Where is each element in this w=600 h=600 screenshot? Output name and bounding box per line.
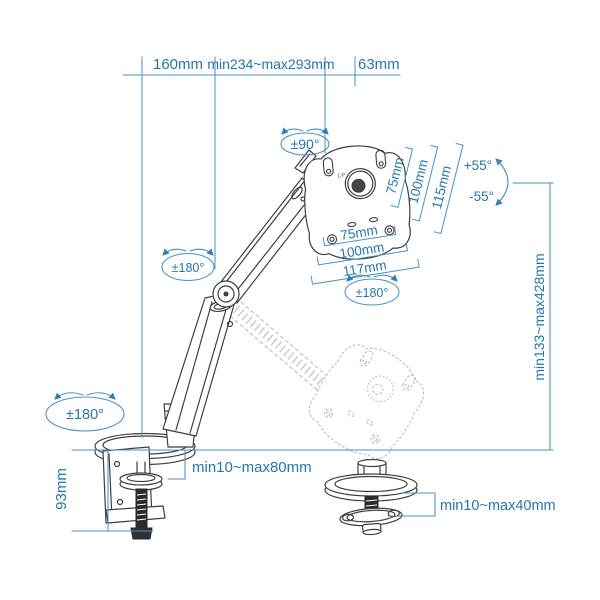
dim-clamp-thickness-label: min10~max80mm — [192, 459, 312, 476]
lower-arm — [162, 290, 239, 437]
ghost-vesa-plate — [298, 330, 437, 471]
dim-top-reach: 160mm min234~max293mm 63mm — [122, 56, 401, 438]
tilt-down-label: -55° — [469, 189, 494, 204]
rotation-vesa-label: ±180° — [356, 286, 389, 300]
grommet-base — [324, 458, 418, 536]
rotation-top-swivel: ±90° — [280, 127, 330, 156]
tilt-range: +55° -55° — [464, 158, 509, 206]
grommet-foot-plate — [339, 507, 403, 536]
dim-clamp-height: 93mm — [53, 449, 154, 532]
tilt-up-label: +55° — [464, 158, 492, 173]
dim-base-to-elbow: 160mm — [153, 56, 203, 73]
desk-clamp — [102, 446, 166, 540]
elbow-joint — [212, 280, 240, 308]
ghost-arm-position — [229, 301, 437, 471]
release-lever — [294, 149, 317, 174]
dim-clamp-thickness: min10~max80mm — [167, 449, 312, 480]
rotation-base: ±180° — [45, 392, 125, 432]
arm-assembly: LP — [94, 141, 418, 540]
dim-vesa-h-75: 75mm — [339, 222, 378, 243]
dim-grommet-thickness-label: min10~max40mm — [440, 498, 556, 514]
rotation-base-label: ±180° — [66, 407, 104, 423]
dim-grommet-thickness: min10~max40mm — [387, 492, 556, 517]
dim-vesa-h-117: 117mm — [342, 257, 388, 279]
rotation-elbow: ±180° — [161, 248, 215, 282]
dim-elbow-to-joint: min234~max293mm — [207, 56, 334, 72]
dim-vesa-v-100: 100mm — [406, 158, 431, 205]
dim-vesa-v-115: 115mm — [429, 164, 454, 210]
dim-height-range-label: min133~max428mm — [531, 253, 547, 380]
rotation-elbow-label: ±180° — [172, 261, 205, 275]
dim-height-range: min133~max428mm — [71, 182, 554, 451]
rotation-vesa: ±180° — [344, 274, 400, 306]
rotation-top-swivel-label: ±90° — [291, 136, 320, 152]
dim-vesa-horizontal: 75mm 100mm 117mm — [310, 222, 420, 285]
plate-marking-label: LP — [338, 173, 346, 180]
dim-joint-to-plate: 63mm — [358, 56, 400, 73]
dim-clamp-height-label: 93mm — [53, 468, 70, 510]
dim-vesa-h-100: 100mm — [338, 240, 385, 262]
vesa-plate: LP — [299, 141, 415, 264]
